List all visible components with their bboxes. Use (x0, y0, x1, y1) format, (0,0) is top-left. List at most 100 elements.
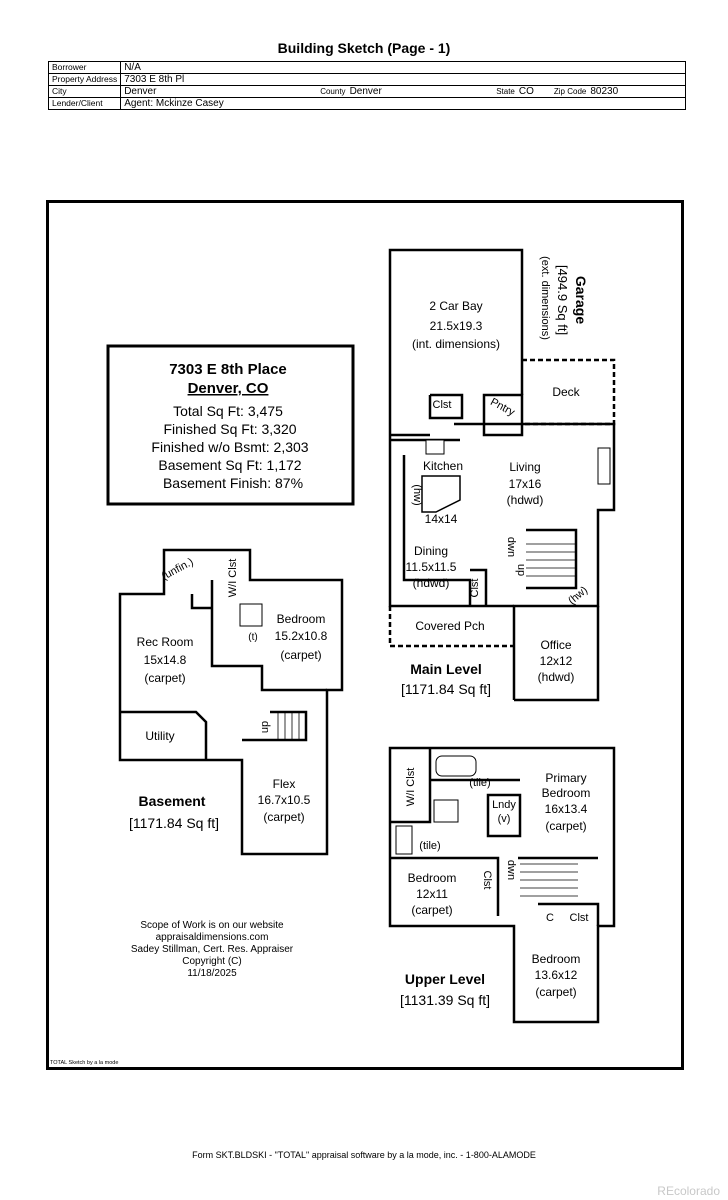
flex-floor: (carpet) (263, 810, 304, 824)
upper-level-walls (388, 746, 616, 1024)
summary-address: 7303 E 8th Place (169, 361, 287, 378)
upper-tub-icon (395, 825, 413, 855)
state-label: State (496, 87, 515, 96)
upper-bedroom1-label: Bedroom (408, 871, 457, 885)
stove-icon (425, 439, 445, 455)
primary-label-2: Bedroom (542, 786, 591, 800)
basement-bedroom-floor: (carpet) (280, 648, 321, 662)
dining-clst-label: Clst (469, 579, 481, 598)
hw-label: (hw) (411, 484, 423, 505)
deck-label: Deck (552, 385, 580, 399)
bathtub-icon (435, 755, 477, 777)
summary-line: Basement Finish: 87% (163, 475, 303, 491)
credit-line: Scope of Work is on our website (140, 920, 284, 931)
lender-value: Agent: Mckinze Casey (120, 97, 686, 110)
rec-room-floor: (carpet) (144, 671, 185, 685)
upper-clst-label-2: Clst (570, 912, 589, 924)
basement-bedroom-label: Bedroom (277, 612, 326, 626)
upper-shower-icon (433, 799, 459, 823)
upper-bedroom1-size: 12x11 (416, 887, 448, 901)
summary-line: Finished Sq Ft: 3,320 (163, 421, 296, 437)
lender-label: Lender/Client (47, 97, 122, 110)
zip-label: Zip Code (553, 87, 587, 96)
porch-label: Covered Pch (415, 619, 484, 633)
lndy-label: Lndy (492, 799, 516, 811)
state-value: CO (518, 86, 534, 97)
primary-size: 16x13.4 (545, 802, 588, 816)
pntry-label: Pntry (488, 396, 517, 419)
summary-line: Total Sq Ft: 3,475 (173, 403, 283, 419)
county-label: County (320, 87, 346, 96)
fireplace-icon (597, 447, 611, 485)
upper-bedroom1-floor: (carpet) (411, 903, 452, 917)
basement-stair-lines (277, 712, 300, 740)
basement-level-area: [1171.84 Sq ft] (129, 815, 219, 831)
flex-label: Flex (273, 777, 296, 791)
garage-bay-size: 21.5x19.3 (430, 319, 483, 333)
living-label: Living (509, 460, 540, 474)
basement-wi-clst-label: W/I Clst (227, 559, 239, 598)
footer-text: Form SKT.BLDSKI - "TOTAL" appraisal soft… (192, 1150, 536, 1160)
main-dwn-label: dwn (505, 537, 517, 557)
garage-bay-label: 2 Car Bay (429, 299, 482, 313)
rec-room-label: Rec Room (137, 635, 194, 649)
office-floor: (hdwd) (538, 670, 575, 684)
dining-floor: (hdwd) (413, 576, 450, 590)
credit-line: Copyright (C) (182, 956, 241, 967)
basement-walls (118, 548, 344, 856)
property-info-table: Borrower N/A Property Address 7303 E 8th… (47, 61, 687, 110)
credit-line: appraisaldimensions.com (156, 932, 269, 943)
upper-bedroom2-size: 13.6x12 (535, 968, 578, 982)
living-size: 17x16 (509, 477, 542, 491)
office-size: 12x12 (540, 654, 573, 668)
lndy-note: (v) (498, 813, 511, 825)
main-level-name: Main Level (410, 661, 482, 677)
garage-walls (388, 248, 524, 418)
upper-level-name: Upper Level (405, 971, 485, 987)
upper-wi-clst-label: W/I Clst (405, 768, 417, 807)
summary-line: Finished w/o Bsmt: 2,303 (151, 439, 308, 455)
upper-bedroom2-label: Bedroom (532, 952, 581, 966)
sketch-credit: TOTAL Sketch by a la mode (50, 1060, 119, 1066)
main-clst-label: Clst (433, 399, 452, 411)
kitchen-size: 14x14 (425, 512, 458, 526)
upper-dwn-label: dwn (505, 860, 517, 880)
basement-up-label: up (259, 721, 271, 733)
shower-icon (239, 603, 263, 627)
credit-line: Sadey Stillman, Cert. Res. Appraiser (131, 944, 294, 955)
summary-box (106, 344, 355, 506)
kitchen-island (421, 475, 461, 513)
county-value: Denver (349, 86, 382, 97)
main-up-label: up (515, 564, 527, 576)
watermark: REcolorado (657, 1184, 720, 1198)
c-closet-label: C (546, 912, 554, 924)
basement-bedroom-size: 15.2x10.8 (275, 629, 328, 643)
basement-t-label: (t) (248, 632, 257, 643)
primary-label: Primary (545, 771, 586, 785)
garage-name: Garage (573, 276, 589, 324)
summary-line: Basement Sq Ft: 1,172 (158, 457, 301, 473)
page-title: Building Sketch (Page - 1) (277, 40, 451, 56)
dining-label: Dining (414, 544, 448, 558)
garage-bay-note: (int. dimensions) (412, 337, 500, 351)
credit-line: 11/18/2025 (187, 968, 237, 979)
upper-tile-label-2: (tile) (419, 840, 440, 852)
main-level-area: [1171.84 Sq ft] (401, 681, 491, 697)
zip-value: 80230 (590, 86, 619, 97)
upper-stair-lines (520, 863, 578, 897)
kitchen-label: Kitchen (423, 459, 463, 473)
upper-clst-label: Clst (481, 871, 493, 890)
living-floor: (hdwd) (507, 493, 544, 507)
primary-floor: (carpet) (545, 819, 586, 833)
summary-city: Denver, CO (188, 380, 269, 397)
rec-room-size: 15x14.8 (144, 653, 187, 667)
upper-bedroom2-floor: (carpet) (535, 985, 576, 999)
utility-label: Utility (145, 729, 174, 743)
sketch-frame (46, 200, 684, 1070)
upper-level-area: [1131.39 Sq ft] (400, 992, 490, 1008)
flex-size: 16.7x10.5 (258, 793, 311, 807)
porch-outline (388, 606, 514, 648)
garage-area: [494.9 Sq ft] (555, 265, 570, 335)
dining-size: 11.5x11.5 (406, 560, 457, 574)
